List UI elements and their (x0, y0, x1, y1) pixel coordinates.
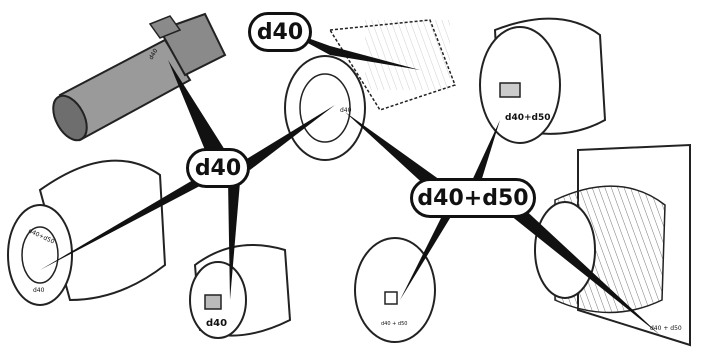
threaded-bracket: d40 + d50 (534, 143, 691, 347)
left-dome: d40+d50 d40 (7, 159, 167, 306)
right-disc: d40+d50 (479, 17, 607, 144)
round-plate: d40 + d50 (354, 237, 436, 343)
adapter-cylinder: d40 (52, 12, 227, 142)
adapter-mark: d40 (148, 47, 160, 61)
callout-right: d40+d50 (410, 178, 536, 218)
flange-center-mark: d40 (340, 107, 352, 114)
left-dome-bottom-label: d40 (33, 287, 45, 294)
small-cup: d40 (189, 244, 292, 339)
callout-center: d40 (186, 148, 250, 188)
small-cup-label: d40 (206, 318, 227, 329)
bracket-label: d40 + d50 (650, 325, 682, 332)
callout-top: d40 (248, 12, 312, 52)
plate-label: d40 + d50 (381, 321, 407, 327)
right-disc-label: d40+d50 (505, 113, 550, 123)
leader-lines (40, 28, 660, 335)
